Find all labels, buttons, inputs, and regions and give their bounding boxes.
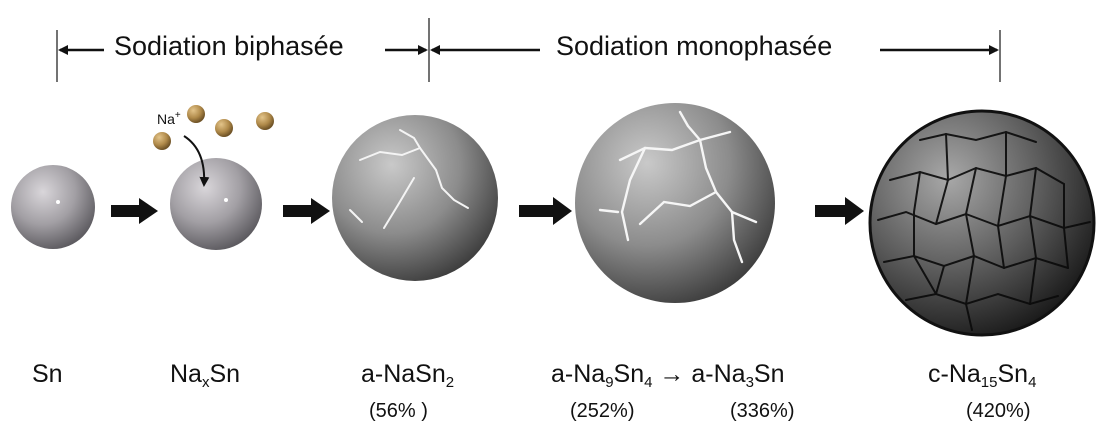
percent-na9sn4: (252%) xyxy=(570,400,635,422)
sphere-na15sn4-shade xyxy=(868,109,1096,337)
percent-nasn2: (56% ) xyxy=(369,400,428,422)
na-ion-label: Na+ xyxy=(157,110,181,127)
percent-na3sn: (336%) xyxy=(730,400,795,422)
sphere-nasn2 xyxy=(332,115,498,281)
phase-label-biphase: Sodiation biphasée xyxy=(110,31,348,62)
sphere-nasn2-cracks xyxy=(349,129,469,229)
na-ion xyxy=(256,112,274,130)
sphere-sn xyxy=(11,165,95,249)
label-nasn2: a-NaSn2 xyxy=(361,360,455,391)
label-na9sn4: a-Na9Sn4 → a-Na3Sn xyxy=(551,360,785,391)
label-naxsn: NaxSn xyxy=(170,360,241,391)
transition-arrow: → xyxy=(659,360,685,388)
sphere-na9sn4-cracks xyxy=(598,110,758,264)
na-ion xyxy=(153,132,171,150)
process-arrow xyxy=(283,198,330,224)
na-ion xyxy=(215,119,233,137)
na-ion xyxy=(187,105,205,123)
percent-na15sn4: (420%) xyxy=(966,400,1031,422)
sphere-na15sn4-cracks xyxy=(877,130,1091,331)
process-arrow xyxy=(111,198,158,224)
phase-label-monophase: Sodiation monophasée xyxy=(552,31,837,62)
sphere-naxsn xyxy=(170,158,262,250)
process-arrow xyxy=(519,197,572,225)
label-na15sn4: c-Na15Sn4 xyxy=(928,360,1037,391)
label-sn: Sn xyxy=(32,360,63,388)
sphere-naxsn-highlight xyxy=(224,198,228,202)
process-arrow xyxy=(815,197,864,225)
ion-insertion-arrow xyxy=(183,135,210,187)
sphere-sn-highlight xyxy=(56,200,60,204)
sphere-na15sn4 xyxy=(870,111,1094,335)
